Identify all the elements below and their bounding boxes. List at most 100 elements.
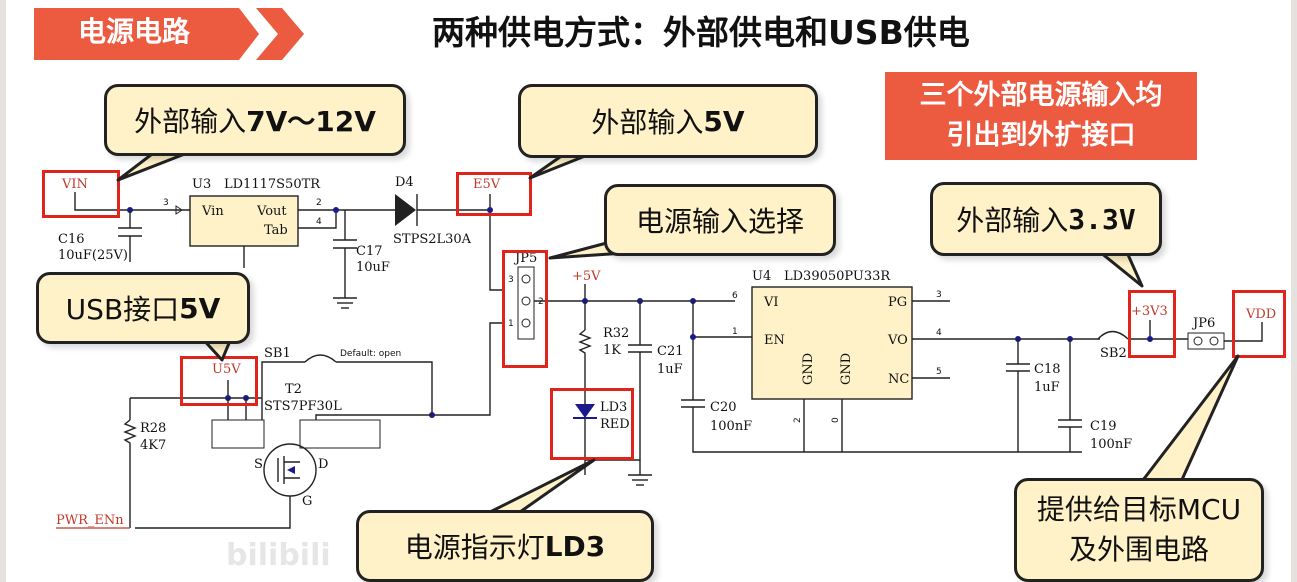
callout-usb-prefix: USB接口 [65,293,180,326]
right-edge [1291,0,1297,582]
c17-label: C17 [356,244,383,259]
u3-pin3: 3 [163,198,169,208]
u4-pin2: 2 [793,417,803,423]
u4-en-pin: EN [764,333,785,348]
ld3-label: LD3 [600,400,627,415]
note-line-2: 引出到外扩接口 [946,120,1136,151]
sb2-label: SB2 [1100,346,1127,361]
jp5-pin3: 3 [508,275,514,285]
c18-label: C18 [1034,362,1061,377]
callout-3v3-prefix: 外部输入 [956,204,1069,237]
vdd-highlight [1232,290,1286,358]
c19-label: C19 [1090,419,1117,434]
r28-value: 4K7 [140,438,166,453]
u4-pin3: 3 [936,290,942,300]
callout-led-value: LD3 [544,529,606,563]
ld3-highlight [550,388,634,460]
u4-vi-pin: VI [763,295,779,310]
u4-pg-pin: PG [888,295,907,310]
u4-pin6: 6 [732,291,738,301]
vin-label: VIN [61,177,88,192]
t2-label: T2 [285,382,302,397]
callout-e5v-prefix: 外部输入 [591,106,704,139]
c19-value: 100nF [1090,437,1132,452]
u3-label: U3 [192,177,211,192]
u4-gnd1-pin: GND [801,353,816,385]
note-box: 三个外部电源输入均 引出到外扩接口 [885,72,1197,160]
jp5-label: JP5 [513,251,537,266]
d4-label: D4 [395,175,414,190]
u4-pin4: 4 [936,328,942,338]
callout-vin-prefix: 外部输入 [134,105,247,138]
p3v3-highlight [1128,290,1176,358]
page-title: 两种供电方式：外部供电和USB供电 [432,13,970,52]
callout-led-prefix: 电源指示灯 [404,531,545,564]
e5v-highlight [456,172,532,216]
callout-e5v-value: 5V [703,104,745,138]
c20-label: C20 [710,400,737,415]
u3-pin2: 2 [316,198,322,208]
u4-vo-pin: VO [887,333,908,348]
left-edge [0,0,6,582]
u5v-label: U5V [212,362,241,377]
t2-source: S [254,457,263,472]
d4-part: STPS2L30A [393,232,472,247]
u4-pin1: 1 [732,327,738,337]
u4-pin0: 0 [831,417,841,423]
e5v-label: E5V [473,177,501,192]
jp6-label: JP6 [1191,316,1215,331]
r28-label: R28 [140,421,166,436]
callout-vin-value: 7V～12V [246,105,376,138]
t2-drain: D [318,457,328,472]
u3-tab-pin: Tab [264,223,288,238]
t2-part: STS7PF30L [264,399,342,414]
jp5-pin2: 2 [538,297,544,307]
sb1-note: Default: open [340,349,401,359]
c21-label: C21 [657,344,684,359]
r32-value: 1K [603,343,621,358]
c16-label: C16 [58,232,85,247]
p5v-label: +5V [572,269,601,284]
u3-part: LD1117S50TR [224,177,321,192]
section-tag-shape [34,8,304,60]
jp5-highlight [502,250,548,368]
callout-3v3-value: 3.3V [1068,202,1136,236]
vdd-label: VDD [1245,307,1276,322]
callout-mcu-supply: 提供给目标MCU 及外围电路 [1014,478,1264,582]
pwr-en-label: PWR_ENn [56,513,124,528]
callout-power-select-text: 电源输入选择 [635,205,804,238]
sb1-label: SB1 [264,346,291,361]
jp5-pin1: 1 [508,319,514,329]
c16-value: 10uF(25V) [58,248,128,263]
u3-pin4: 4 [316,217,322,227]
u4-part: LD39050PU33R [784,269,891,284]
c18-value: 1uF [1034,380,1060,395]
c21-value: 1uF [657,362,683,377]
u4-nc-pin: NC [888,372,909,387]
callout-usb-value: 5V [179,291,221,325]
u3-vin-pin: Vin [201,204,224,219]
callout-power-select: 电源输入选择 [604,184,836,256]
watermark: bilibili [226,538,331,573]
section-tag: 电源电路 [77,15,190,48]
callout-mcu-line2: 及外围电路 [1068,533,1209,566]
r32-label: R32 [603,326,629,341]
note-line-1: 三个外部电源输入均 [919,80,1163,111]
callout-mcu-line1: 提供给目标MCU [1036,493,1242,526]
c17-value: 10uF [356,260,390,275]
u4-gnd2-pin: GND [839,353,854,385]
c20-value: 100nF [710,419,752,434]
u4-label: U4 [752,269,771,284]
ld3-color: RED [600,417,630,432]
u3-vout-pin: Vout [256,204,287,219]
p3v3-label: +3V3 [1131,304,1168,319]
u4-pin5: 5 [936,367,942,377]
vin-highlight [42,170,120,218]
